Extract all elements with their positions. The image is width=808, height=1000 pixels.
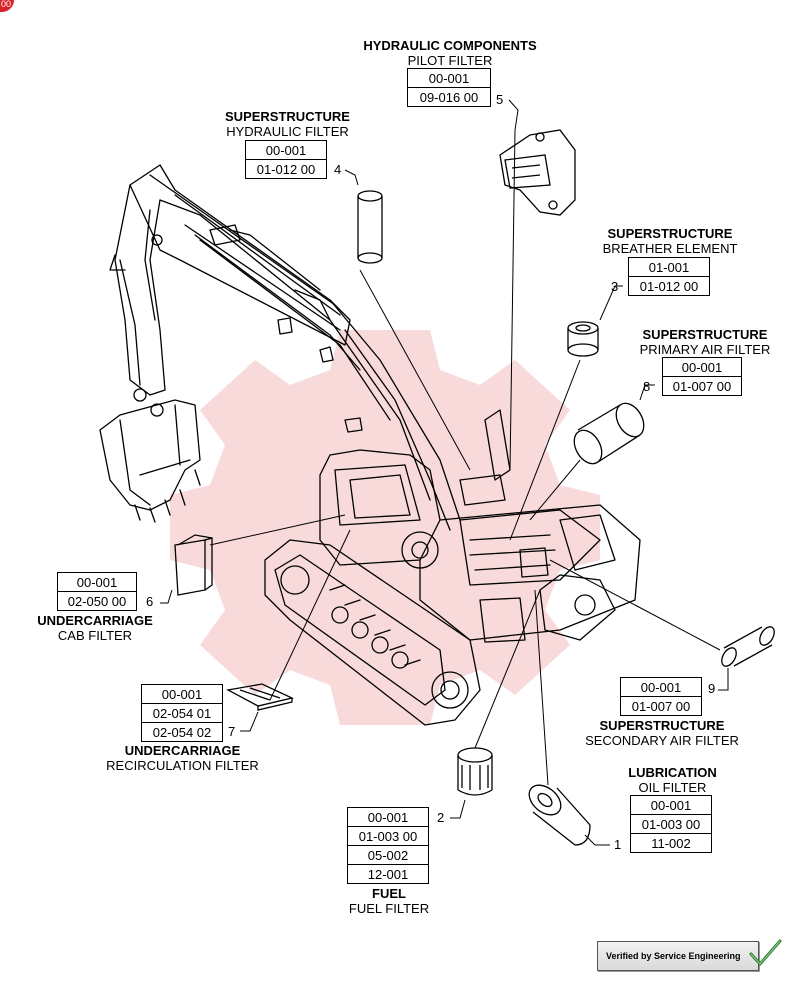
label-sub: BREATHER ELEMENT [602, 241, 738, 256]
item-number: 4 [334, 162, 342, 177]
label-sub: OIL FILTER [638, 780, 707, 795]
leader-lines [160, 99, 729, 846]
item-number: 2 [437, 810, 445, 825]
code-cell: 00-001 [407, 68, 491, 88]
watermark-gear-icon [170, 330, 600, 725]
label-sub: PILOT FILTER [407, 53, 493, 68]
codes-oil: 00-001 01-003 00 11-002 [630, 795, 712, 853]
hydraulic-filter-icon [357, 190, 383, 264]
boom [129, 164, 461, 531]
item-number: 9 [708, 681, 716, 696]
code-cell: 00-001 [141, 684, 223, 704]
item-number: 3 [611, 279, 619, 294]
primary-air-filter-icon [573, 402, 645, 465]
breather-element-icon [567, 321, 599, 357]
label-oil-filter: LUBRICATION OIL FILTER [610, 765, 735, 795]
code-cell: 12-001 [347, 864, 429, 884]
label-heading: SUPERSTRUCTURE [599, 718, 725, 733]
code-cell: 01-007 00 [662, 376, 742, 396]
code-cell: 05-002 [347, 845, 429, 865]
code-cell: 02-054 01 [141, 703, 223, 723]
label-fuel-filter: FUEL FUEL FILTER [330, 886, 448, 916]
code-cell: 01-003 00 [630, 814, 712, 834]
label-sub: FUEL FILTER [348, 901, 430, 916]
code-cell: 00-001 [245, 140, 327, 160]
label-heading: LUBRICATION [628, 765, 717, 780]
filter-parts [174, 129, 775, 846]
item-number: 6 [146, 594, 154, 609]
cab-filter-icon [174, 534, 213, 596]
codes-breather: 01-001 01-012 00 [628, 257, 710, 296]
corner-badge: 00 [0, 0, 14, 12]
label-primary-air-filter: SUPERSTRUCTURE PRIMARY AIR FILTER [625, 327, 785, 357]
code-cell: 00-001 [57, 572, 137, 592]
verified-stamp: Verified by Service Engineering [597, 941, 759, 971]
undercarriage-tracks [264, 539, 616, 726]
label-recirculation-filter: UNDERCARRIAGE RECIRCULATION FILTER [95, 743, 270, 773]
label-sub: HYDRAULIC FILTER [226, 124, 349, 139]
code-cell: 00-001 [620, 677, 702, 697]
codes-recirculation: 00-001 02-054 01 02-054 02 [141, 684, 223, 742]
item-number: 1 [614, 837, 622, 852]
codes-fuel: 00-001 01-003 00 05-002 12-001 [347, 807, 429, 884]
label-heading: SUPERSTRUCTURE [642, 327, 768, 342]
label-hydraulic-components: HYDRAULIC COMPONENTS PILOT FILTER [350, 38, 550, 68]
bucket [99, 399, 201, 523]
label-cab-filter: UNDERCARRIAGE CAB FILTER [20, 613, 170, 643]
pilot-filter-icon [499, 129, 576, 216]
label-sub: CAB FILTER [57, 628, 133, 643]
fuel-filter-icon [457, 747, 493, 796]
label-heading: UNDERCARRIAGE [37, 613, 153, 628]
label-heading: SUPERSTRUCTURE [607, 226, 733, 241]
arm [109, 184, 166, 417]
code-cell: 02-050 00 [57, 591, 137, 611]
code-cell: 01-001 [628, 257, 710, 277]
checkmark-icon [749, 939, 782, 966]
codes-hydraulic: 00-001 09-016 00 [407, 68, 491, 107]
codes-primary-air: 00-001 01-007 00 [662, 357, 742, 396]
codes-hydraulic-filter: 00-001 01-012 00 [245, 140, 327, 179]
codes-cab: 00-001 02-050 00 [57, 572, 137, 611]
code-cell: 09-016 00 [407, 87, 491, 107]
code-cell: 00-001 [347, 807, 429, 827]
codes-secondary-air: 00-001 01-007 00 [620, 677, 702, 716]
code-cell: 11-002 [630, 833, 712, 853]
item-number: 7 [228, 724, 236, 739]
code-cell: 00-001 [630, 795, 712, 815]
item-number: 8 [643, 379, 651, 394]
label-heading: UNDERCARRIAGE [124, 743, 241, 758]
label-secondary-air-filter: SUPERSTRUCTURE SECONDARY AIR FILTER [572, 718, 752, 748]
code-cell: 02-054 02 [141, 722, 223, 742]
label-sub: RECIRCULATION FILTER [106, 758, 259, 773]
code-cell: 01-007 00 [620, 696, 702, 716]
secondary-air-filter-icon [721, 626, 775, 667]
label-sub: PRIMARY AIR FILTER [639, 342, 771, 357]
label-hydraulic-filter: SUPERSTRUCTURE HYDRAULIC FILTER [200, 109, 375, 139]
recirculation-filter-icon [226, 683, 294, 711]
code-cell: 01-012 00 [245, 159, 327, 179]
label-breather-element: SUPERSTRUCTURE BREATHER ELEMENT [585, 226, 755, 256]
code-cell: 01-012 00 [628, 276, 710, 296]
label-sub: SECONDARY AIR FILTER [585, 733, 739, 748]
label-heading: SUPERSTRUCTURE [225, 109, 350, 124]
code-cell: 01-003 00 [347, 826, 429, 846]
oil-filter-icon [528, 784, 591, 846]
label-heading: HYDRAULIC COMPONENTS [363, 38, 537, 53]
label-heading: FUEL [372, 886, 406, 901]
code-cell: 00-001 [662, 357, 742, 377]
item-number: 5 [496, 92, 504, 107]
